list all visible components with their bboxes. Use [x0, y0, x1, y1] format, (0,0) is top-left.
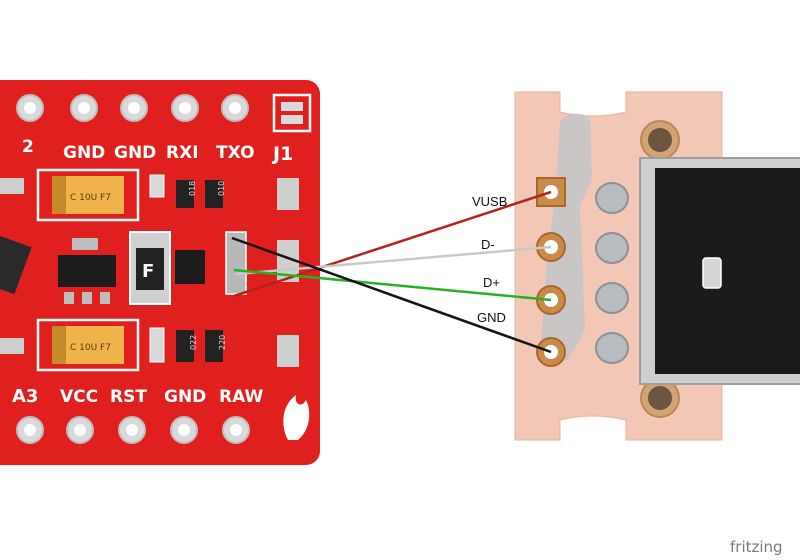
pin-label-2: 2 — [22, 137, 34, 157]
bottom-header-pads — [16, 416, 250, 444]
ic-chip — [0, 235, 32, 295]
smd-pad — [0, 338, 24, 354]
pin-label-gnd-1: GND — [63, 143, 105, 163]
regulator-ic — [58, 255, 116, 287]
resistor-220-label: 220 — [218, 335, 227, 350]
pin-label-gnd-3: GND — [164, 387, 206, 407]
resistor-022 — [176, 330, 194, 362]
smd-pad — [0, 178, 24, 194]
wire-label-vusb: VUSB — [472, 194, 507, 209]
resistor-220 — [205, 330, 223, 362]
pin-label-raw: RAW — [219, 387, 263, 407]
resistor-018 — [176, 180, 194, 208]
smd-pad — [277, 240, 299, 282]
wire-label-gnd: GND — [477, 310, 506, 325]
wire-label-dplus: D+ — [483, 275, 500, 290]
smd-pad — [277, 335, 299, 367]
j1-jumper-pad — [281, 102, 303, 111]
pin-label-txo: TXO — [216, 143, 255, 163]
pin-label-a3: A3 — [12, 386, 38, 407]
wire-gnd — [231, 236, 552, 354]
resistor-018-label: 018 — [188, 181, 197, 196]
wires — [231, 190, 552, 354]
wire-label-dminus: D- — [481, 237, 495, 252]
cap-top-outline — [36, 168, 140, 222]
pin-label-vcc: VCC — [60, 387, 98, 407]
usb-connector-window — [702, 257, 722, 289]
solder-joint — [595, 332, 629, 364]
cap-top-label: C 10U F7 — [70, 193, 111, 203]
j1-jumper-outline — [272, 93, 312, 133]
usb-breakout-board — [514, 91, 800, 441]
solder-joint — [595, 182, 629, 214]
j1-jumper-pad — [281, 115, 303, 124]
solder-joint — [595, 232, 629, 264]
usb-pad-block — [225, 231, 247, 295]
top-header-pads — [16, 94, 249, 122]
smd-pad — [277, 178, 299, 210]
pin-label-rst: RST — [110, 387, 147, 407]
wire-dminus — [235, 245, 552, 276]
wire-vusb — [233, 190, 552, 298]
fritzing-credit: fritzing — [730, 538, 783, 556]
sparkfun-board: 2 GND GND RXI TXO J1 C 10U F7 018 010 F — [0, 80, 320, 465]
pin-label-rxi: RXI — [166, 143, 199, 163]
cap-bottom-outline — [36, 318, 140, 372]
pin-label-j1: J1 — [271, 143, 293, 165]
cap-bottom-label: C 10U F7 — [70, 343, 111, 353]
wire-dplus — [233, 268, 552, 302]
diode — [175, 250, 205, 284]
solder-joint — [595, 282, 629, 314]
pin-label-gnd-2: GND — [114, 143, 156, 163]
resistor-022-label: 022 — [189, 335, 198, 350]
usb-connector-interior — [655, 168, 800, 374]
resistor-010-label: 010 — [217, 181, 226, 196]
sparkfun-flame-logo — [283, 395, 310, 440]
resistor-010 — [205, 180, 223, 208]
fuse-label: F — [142, 261, 154, 282]
